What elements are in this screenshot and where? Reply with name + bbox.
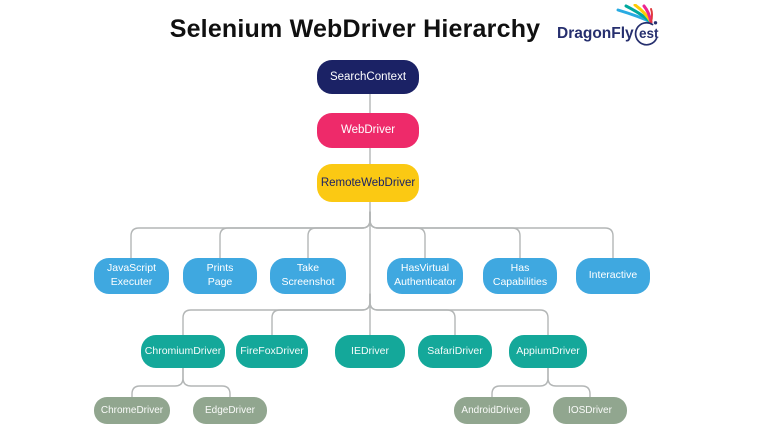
page-title: Selenium WebDriver Hierarchy — [169, 15, 541, 43]
node-take-screenshot: Take Screenshot — [270, 258, 346, 294]
node-iedriver: IEDriver — [335, 335, 405, 368]
node-remotewebdriver: RemoteWebDriver — [317, 164, 419, 202]
node-appiumdriver: AppiumDriver — [509, 335, 587, 368]
node-safaridriver: SafariDriver — [418, 335, 492, 368]
node-chromiumdriver: ChromiumDriver — [141, 335, 225, 368]
node-chromedriver: ChromeDriver — [94, 397, 170, 424]
node-interactive: Interactive — [576, 258, 650, 294]
node-searchcontext: SearchContext — [317, 60, 419, 94]
node-androiddriver: AndroidDriver — [454, 397, 530, 424]
node-has-capabilities: Has Capabilities — [483, 258, 557, 294]
feather-fan-icon — [616, 3, 653, 24]
logo-suffix-text: est — [639, 26, 659, 41]
node-hasvirtual-authenticator: HasVirtual Authenticator — [387, 258, 463, 294]
node-javascript-executer: JavaScript Executer — [94, 258, 169, 294]
logo-brand-text: DragonFly — [557, 25, 634, 42]
dragonfly-logo-graphic: DragonFly est — [557, 3, 659, 46]
node-prints-page: Prints Page — [183, 258, 257, 294]
swirl-icon — [634, 21, 658, 46]
node-iosdriver: IOSDriver — [553, 397, 627, 424]
node-firefoxdriver: FireFoxDriver — [236, 335, 308, 368]
dragonflytest-logo: DragonFly est — [556, 3, 674, 56]
node-webdriver: WebDriver — [317, 113, 419, 148]
node-edgedriver: EdgeDriver — [193, 397, 267, 424]
